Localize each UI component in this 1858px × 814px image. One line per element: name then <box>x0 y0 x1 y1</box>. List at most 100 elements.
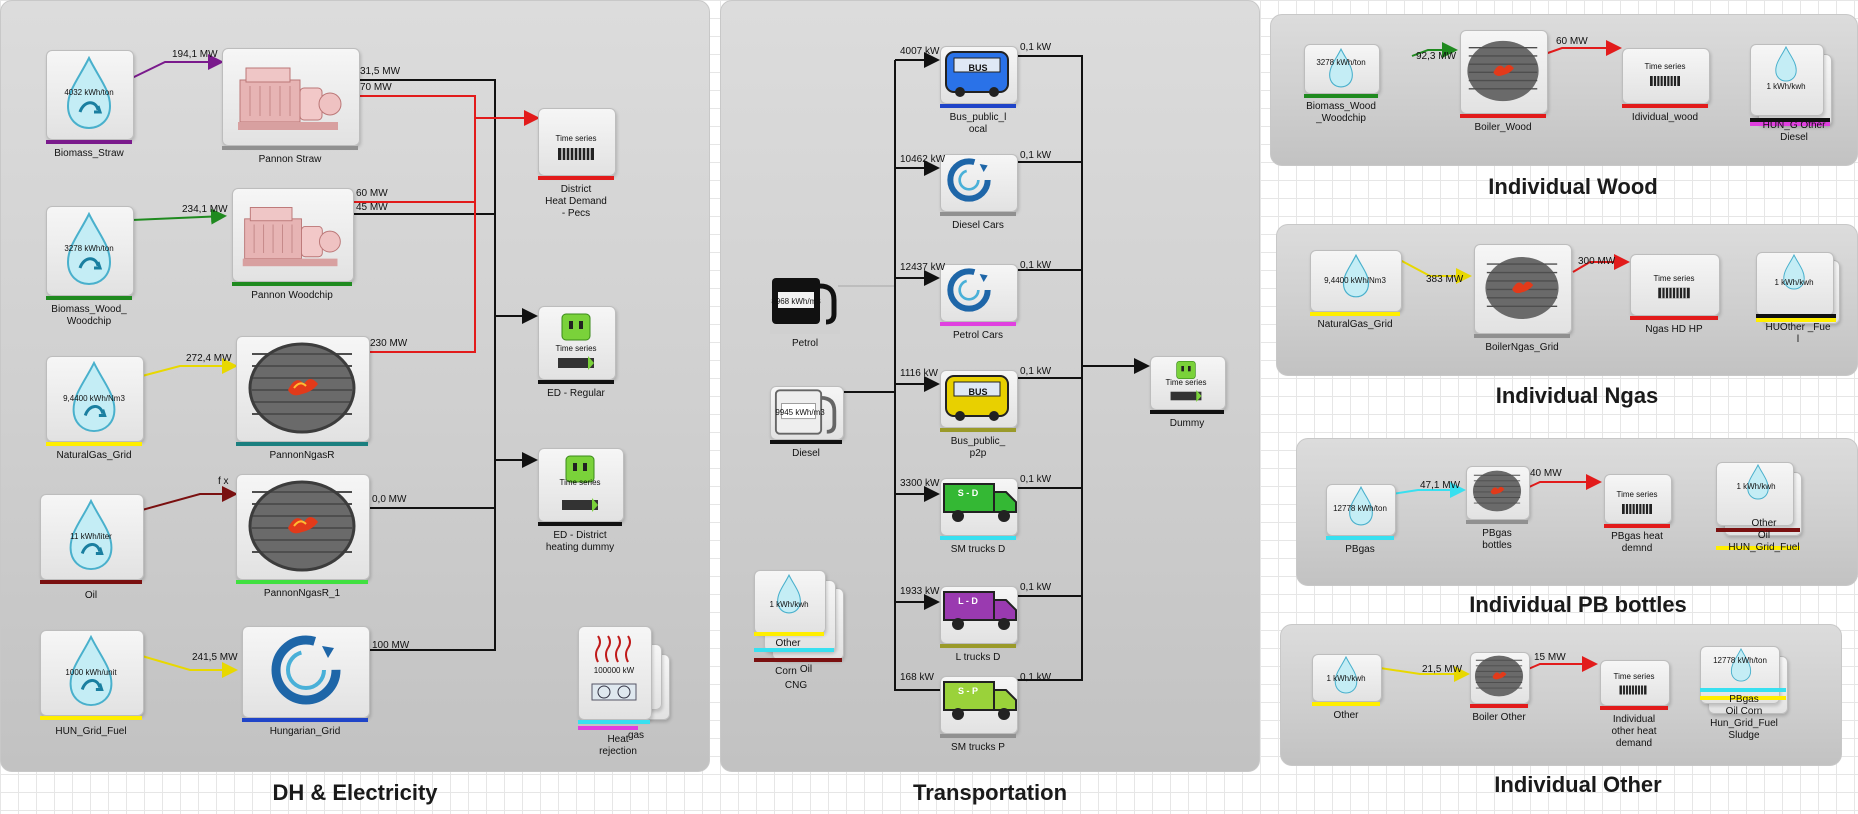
boiler-icon <box>1467 40 1539 102</box>
fuel-value: 1 kWh/kwh <box>1736 482 1776 491</box>
demand-label: Ngas HD HP <box>1645 324 1703 335</box>
flow-label-out: 0,1 kW <box>1020 260 1052 271</box>
fuel-value: 1000 kWh/unit <box>65 668 117 677</box>
vehicle-label: Petrol Cars <box>952 330 1004 341</box>
fuel-value: 8968 kWh/m3 <box>771 297 821 306</box>
flow-label-out: 0,1 kW <box>1020 150 1052 161</box>
plant-label: Pannon Straw <box>258 154 322 165</box>
flow-label: 40 MW <box>1530 468 1562 479</box>
fuel-drop-icon <box>66 212 112 286</box>
fuel-drop-icon <box>66 56 112 130</box>
demand-color-bar <box>538 522 622 526</box>
flow-label-in: 1933 kW <box>900 586 940 597</box>
panel-title-wood: Individual Wood <box>1488 174 1658 199</box>
source-label: Other <box>1333 710 1359 721</box>
plant-color-bar <box>236 580 368 584</box>
truck-icon <box>942 678 1018 727</box>
color-bar <box>1756 314 1836 318</box>
source-color-bar <box>1312 702 1380 706</box>
source-label: PBgas <box>1345 544 1375 555</box>
plant-color-bar <box>1470 704 1528 708</box>
plant-color-bar <box>1474 334 1570 338</box>
vehicle-color-bar <box>940 212 1016 216</box>
plug-icon <box>1170 390 1202 402</box>
vehicle-label: SM trucks P <box>951 742 1005 753</box>
fuel-drop-icon <box>1329 48 1353 88</box>
fuel-value: 9,4400 kWh/Nm3 <box>63 394 125 403</box>
demand-color-bar <box>538 176 614 180</box>
plant-color-bar <box>222 146 358 150</box>
radiator-icon <box>1619 685 1647 695</box>
flow-label-in: 10462 kW <box>900 154 946 165</box>
flow-label: 21,5 MW <box>1422 664 1463 675</box>
vehicle-mark: BUS <box>968 63 988 73</box>
color-bar <box>578 726 638 730</box>
panel-title-pb: Individual PB bottles <box>1469 592 1687 617</box>
fuel-drop-icon <box>1747 464 1769 500</box>
fuel-drop-icon <box>1775 46 1797 82</box>
source-color-bar <box>40 580 142 584</box>
flow-label: 92,3 MW <box>1416 51 1457 62</box>
bus-icon <box>942 372 1012 429</box>
source-label: Biomass_Wood _Woodchip <box>1306 101 1376 124</box>
flow-label: 70 MW <box>360 82 392 93</box>
time-series-label: Time series <box>1165 378 1207 387</box>
radiator-icon <box>1658 287 1690 299</box>
source-color-bar <box>40 716 142 720</box>
plant-label: Boiler_Wood <box>1474 122 1532 133</box>
demand-label: ED - District heating dummy <box>545 530 615 553</box>
source-color-bar <box>1310 312 1400 316</box>
fuel-drop-icon <box>1783 254 1805 290</box>
panel-title-transport: Transportation <box>912 780 1068 805</box>
radiator-icon <box>558 148 594 160</box>
flow-label: f x <box>218 476 229 487</box>
panel-title-dh: DH & Electricity <box>272 780 438 805</box>
demand-color-bar <box>1600 706 1668 710</box>
bus-icon <box>942 48 1012 105</box>
color-bar <box>1750 118 1830 122</box>
boiler-icon <box>1474 655 1524 697</box>
time-series-label: Time series <box>559 478 601 487</box>
source-label: NaturalGas_Grid <box>1317 319 1393 330</box>
fuel-value: 1 kWh/kwh <box>1326 674 1366 683</box>
vehicle-mark: S - P <box>957 686 979 696</box>
panel-title-ngas: Individual Ngas <box>1495 383 1659 408</box>
source-color-bar <box>770 440 842 444</box>
fuel-drop-icon <box>1349 486 1373 526</box>
heat-waves-icon <box>595 635 631 663</box>
stack-label: Other Oil HUN_Grid_Fuel <box>1728 518 1800 553</box>
color-bar <box>1756 318 1836 322</box>
time-series-label: Time series <box>1644 62 1686 71</box>
fuel-drop-icon <box>777 574 801 614</box>
flow-label-out: 0,1 kW <box>1020 42 1052 53</box>
vehicle-label: Bus_public_ p2p <box>950 436 1006 459</box>
demand-color-bar <box>1622 104 1708 108</box>
stack-label: Corn <box>775 666 797 677</box>
time-series-label: Time series <box>1653 274 1695 283</box>
plug-icon <box>562 498 598 512</box>
flow-label-in: 12437 kW <box>900 262 946 273</box>
flow-label: 300 MW <box>1578 256 1616 267</box>
demand-color-bar <box>1150 410 1224 414</box>
vehicle-mark: BUS <box>968 387 988 397</box>
boiler-icon <box>1485 257 1559 319</box>
plant-label: PannonNgasR_1 <box>263 588 341 599</box>
plant-label: Boiler Other <box>1472 712 1526 723</box>
plant-color-bar <box>1466 520 1528 524</box>
fuel-pump-icon <box>774 389 837 435</box>
source-label: Biomass_Straw <box>54 148 124 159</box>
fuel-value: 4032 kWh/ton <box>64 88 114 97</box>
vehicle-label: SM trucks D <box>950 544 1006 555</box>
stack-label: HUOther _Fue l <box>1765 322 1831 345</box>
demand-label: Dummy <box>1169 418 1205 429</box>
flow-label-in: 4007 kW <box>900 46 940 57</box>
power-socket-icon <box>565 455 595 483</box>
fuel-drop-icon <box>69 635 113 707</box>
flow-label: 47,1 MW <box>1420 480 1461 491</box>
vehicle-color-bar <box>940 644 1016 648</box>
flow-label: 194,1 MW <box>172 49 218 60</box>
demand-label: Idividual_wood <box>1631 112 1699 123</box>
plant-color-bar <box>1460 114 1546 118</box>
vehicle-mark: S - D <box>957 488 979 498</box>
fuel-value: 12778 kWh/ton <box>1333 504 1387 513</box>
